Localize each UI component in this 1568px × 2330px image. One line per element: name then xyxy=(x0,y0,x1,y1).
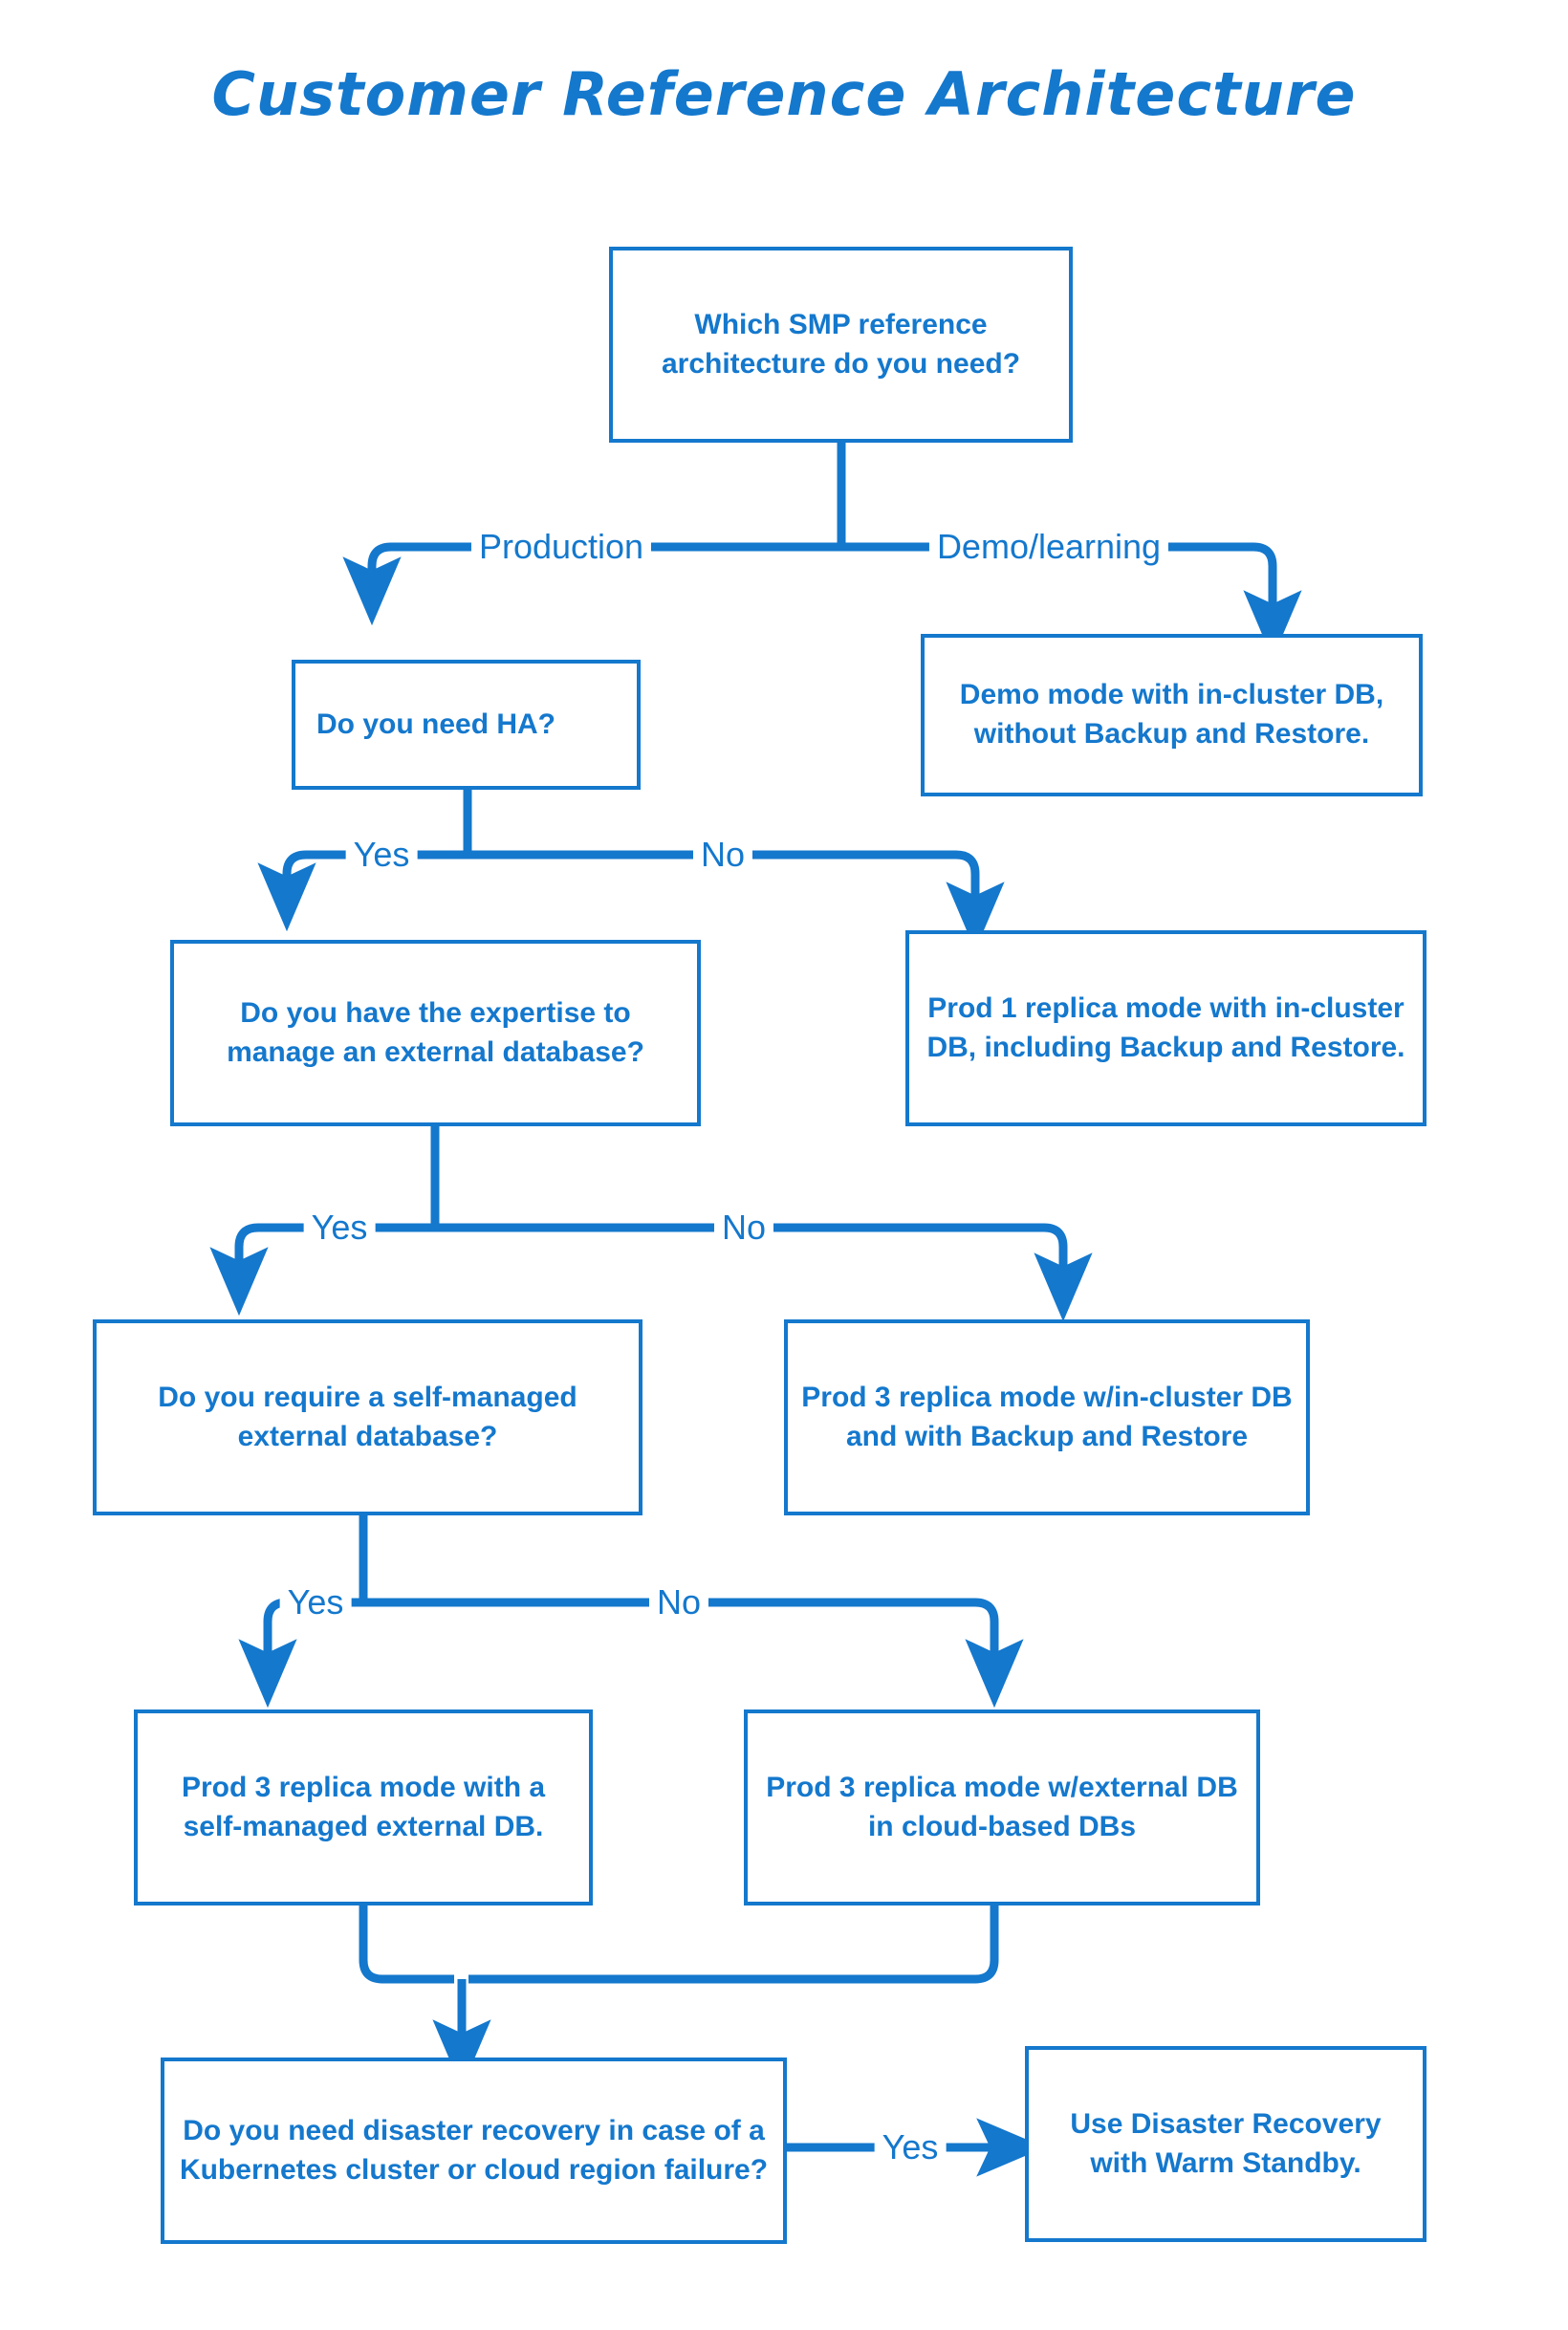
edge-label-ha-yes: Yes xyxy=(345,838,418,872)
edge-prod3-cloud-merge xyxy=(468,1903,999,1984)
node-demo-outcome[interactable]: Demo mode with in-cluster DB, without Ba… xyxy=(921,634,1423,796)
node-need-ha[interactable]: Do you need HA? xyxy=(292,660,641,790)
edge-label-dr-yes: Yes xyxy=(874,2130,947,2165)
edge-label-production: Production xyxy=(470,530,652,564)
node-expertise-question[interactable]: Do you have the expertise to manage an e… xyxy=(170,940,701,1126)
node-disaster-recovery-question[interactable]: Do you need disaster recovery in case of… xyxy=(161,2058,787,2244)
node-prod1-outcome-label: Prod 1 replica mode with in-cluster DB, … xyxy=(926,991,1405,1063)
node-prod3-incluster-outcome[interactable]: Prod 3 replica mode w/in-cluster DB and … xyxy=(784,1319,1310,1515)
edge-label-expertise-no: No xyxy=(713,1210,774,1245)
edge-label-self-managed-no: No xyxy=(648,1585,709,1620)
node-expertise-question-label: Do you have the expertise to manage an e… xyxy=(227,996,644,1068)
edge-prod3-selfmanaged-merge xyxy=(359,1903,454,1984)
node-prod3-cloud-outcome[interactable]: Prod 3 replica mode w/external DB in clo… xyxy=(744,1709,1260,1905)
node-prod3-selfmanaged-outcome[interactable]: Prod 3 replica mode with a self-managed … xyxy=(134,1709,593,1905)
node-disaster-recovery-question-label: Do you need disaster recovery in case of… xyxy=(179,2114,769,2186)
node-self-managed-question[interactable]: Do you require a self-managed external d… xyxy=(93,1319,642,1515)
node-prod3-selfmanaged-outcome-label: Prod 3 replica mode with a self-managed … xyxy=(181,1771,546,1842)
node-prod1-outcome[interactable]: Prod 1 replica mode with in-cluster DB, … xyxy=(905,930,1426,1126)
edge-label-ha-no: No xyxy=(692,838,753,872)
edge-label-self-managed-yes: Yes xyxy=(279,1585,352,1620)
node-root[interactable]: Which SMP reference architecture do you … xyxy=(609,247,1073,443)
node-demo-outcome-label: Demo mode with in-cluster DB, without Ba… xyxy=(959,679,1384,750)
edge-label-expertise-yes: Yes xyxy=(303,1210,376,1245)
node-prod3-cloud-outcome-label: Prod 3 replica mode w/external DB in clo… xyxy=(766,1771,1238,1842)
node-need-ha-label: Do you need HA? xyxy=(316,708,556,740)
page-title: Customer Reference Architecture xyxy=(211,59,1357,129)
node-warm-standby-outcome-label: Use Disaster Recovery with Warm Standby. xyxy=(1070,2107,1382,2179)
node-root-label: Which SMP reference architecture do you … xyxy=(661,308,1021,380)
node-warm-standby-outcome[interactable]: Use Disaster Recovery with Warm Standby. xyxy=(1025,2046,1426,2242)
node-prod3-incluster-outcome-label: Prod 3 replica mode w/in-cluster DB and … xyxy=(801,1381,1293,1452)
node-self-managed-question-label: Do you require a self-managed external d… xyxy=(158,1381,577,1452)
edge-label-demo-learning: Demo/learning xyxy=(928,530,1169,564)
